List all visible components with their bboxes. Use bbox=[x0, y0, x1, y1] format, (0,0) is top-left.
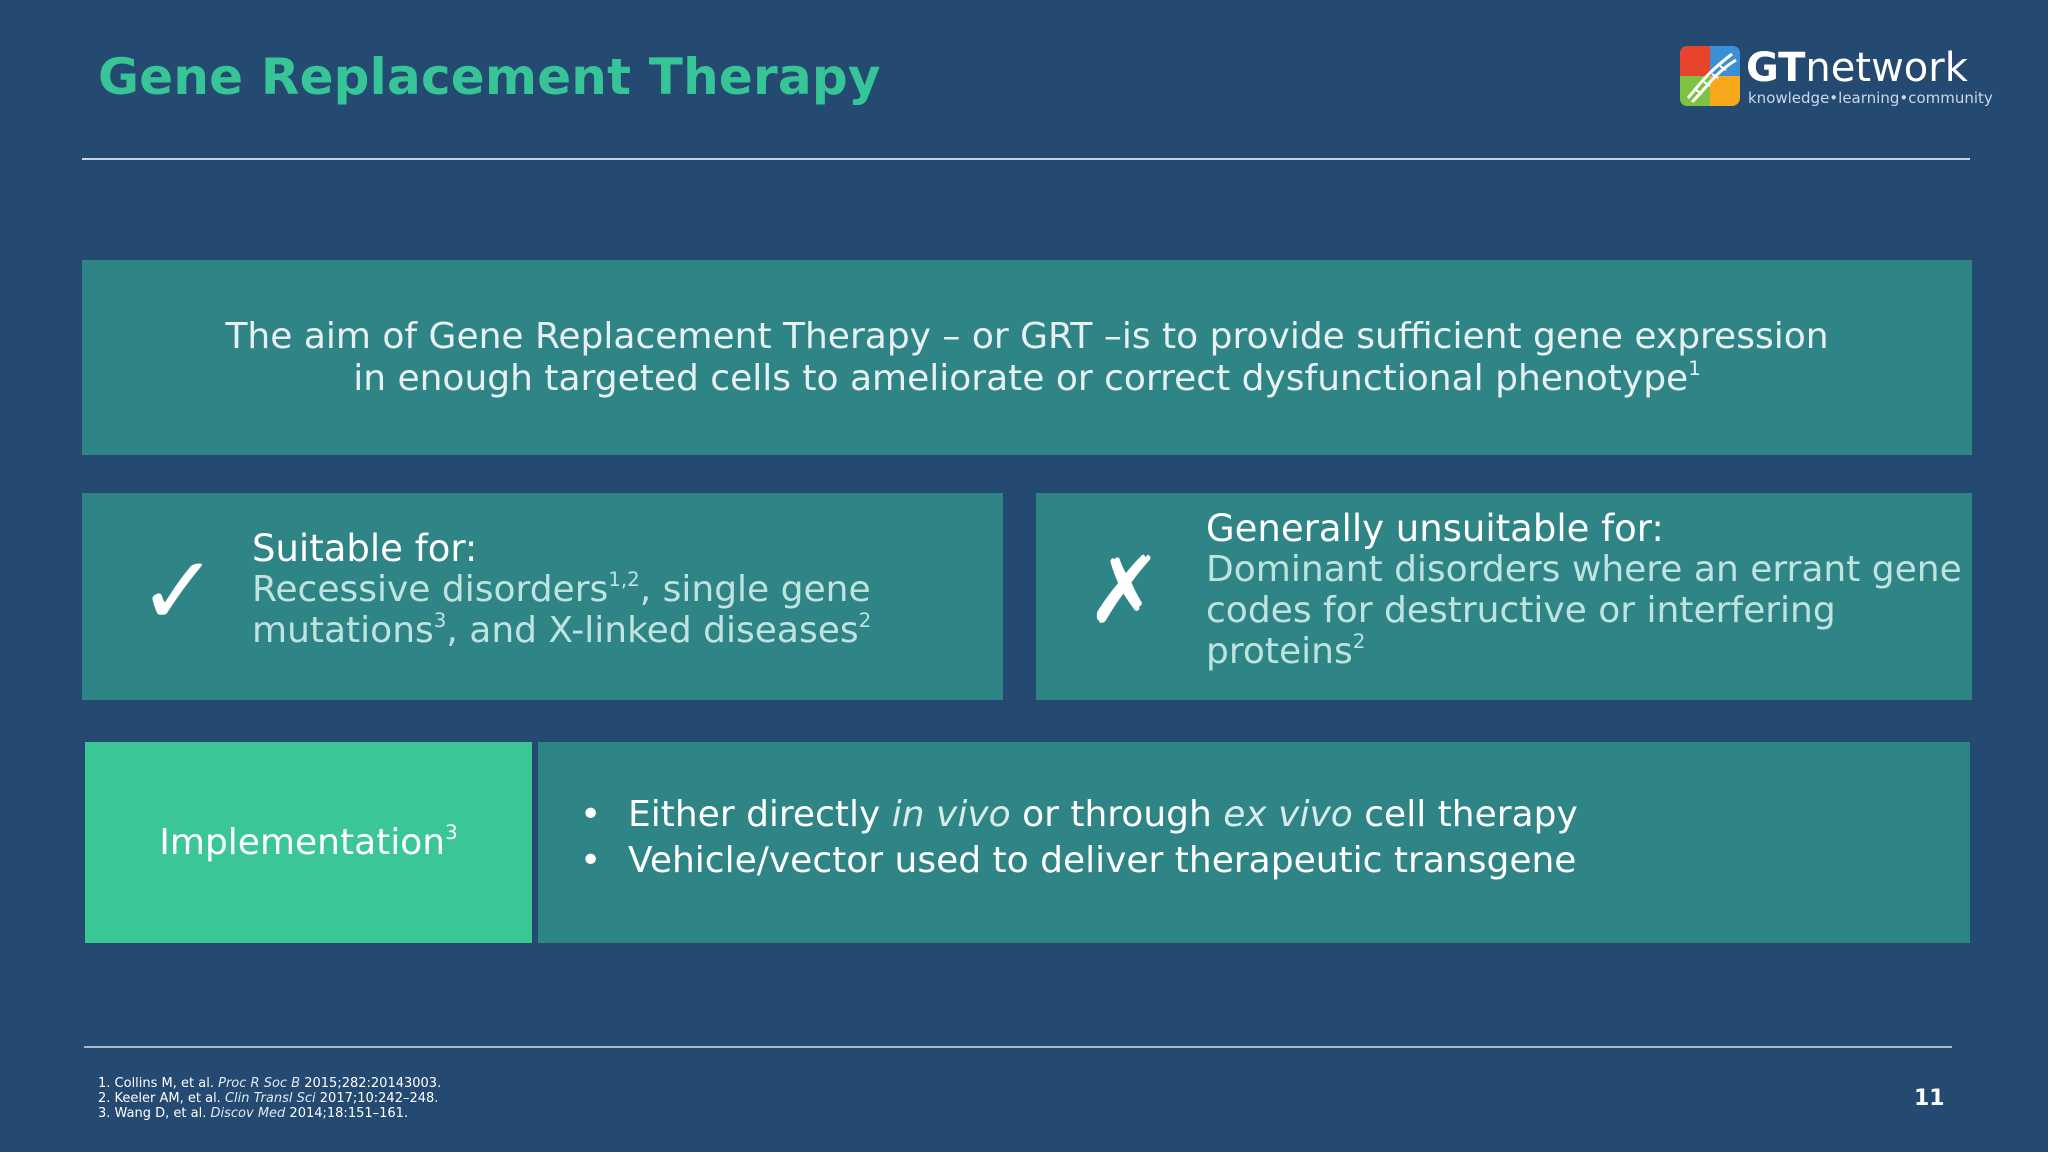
aim-line-1: The aim of Gene Replacement Therapy – or… bbox=[225, 315, 1829, 357]
suitable-card: ✓ Suitable for: Recessive disorders1,2, … bbox=[82, 493, 1003, 700]
suitable-text: Recessive disorders1,2, single gene muta… bbox=[252, 569, 992, 651]
reference-authors: 3. Wang D, et al. bbox=[98, 1106, 211, 1121]
suitable-text-part: , single gene mutations bbox=[252, 569, 871, 651]
reference-journal: Discov Med bbox=[210, 1106, 286, 1121]
suitable-text-part: , and X-linked diseases bbox=[446, 610, 859, 651]
reference-journal: Proc R Soc B bbox=[218, 1076, 301, 1091]
bullet-text: or through bbox=[1010, 794, 1224, 835]
suitable-content: Suitable for: Recessive disorders1,2, si… bbox=[252, 527, 992, 652]
suitable-text-part: Recessive disorders bbox=[252, 569, 609, 610]
aim-statement: The aim of Gene Replacement Therapy – or… bbox=[147, 316, 1907, 400]
unsuitable-text-part: Dominant disorders where an errant gene … bbox=[1206, 549, 1962, 672]
slide-title: Gene Replacement Therapy bbox=[98, 48, 881, 106]
list-item: • Either directly in vivo or through ex … bbox=[580, 792, 1578, 838]
logo-tagline: knowledge•learning•community bbox=[1748, 89, 1993, 107]
reference-details: 2014;18:151–161. bbox=[285, 1106, 409, 1121]
implementation-details-box: • Either directly in vivo or through ex … bbox=[538, 742, 1970, 943]
bullet-text: Vehicle/vector used to deliver therapeut… bbox=[628, 840, 1577, 881]
reference-details: 2015;282:20143003. bbox=[300, 1076, 442, 1091]
aim-line-2: in enough targeted cells to ameliorate o… bbox=[353, 357, 1689, 399]
page-number: 11 bbox=[1914, 1086, 1945, 1111]
bullet-text: Either directly bbox=[628, 794, 892, 835]
reference-journal: Clin Transl Sci bbox=[224, 1091, 316, 1106]
logo-wordmark: GTnetwork bbox=[1746, 44, 1968, 92]
aim-citation: 1 bbox=[1688, 356, 1701, 380]
suitable-citation: 2 bbox=[858, 609, 872, 633]
bullet-text: cell therapy bbox=[1352, 794, 1578, 835]
check-mark-icon: ✓ bbox=[138, 535, 219, 647]
reference-item: 2. Keeler AM, et al. Clin Transl Sci 201… bbox=[98, 1091, 441, 1106]
logo-wordmark-rest: network bbox=[1805, 45, 1968, 91]
reference-item: 1. Collins M, et al. Proc R Soc B 2015;2… bbox=[98, 1076, 441, 1091]
reference-authors: 1. Collins M, et al. bbox=[98, 1076, 219, 1091]
unsuitable-card: ✗ Generally unsuitable for: Dominant dis… bbox=[1036, 493, 1972, 700]
unsuitable-heading: Generally unsuitable for: bbox=[1206, 507, 1664, 550]
cross-mark-icon: ✗ bbox=[1086, 537, 1164, 644]
suitable-citation: 1,2 bbox=[608, 568, 640, 592]
implementation-citation: 3 bbox=[445, 821, 458, 845]
reference-item: 3. Wang D, et al. Discov Med 2014;18:151… bbox=[98, 1106, 441, 1121]
bullet-text-italic: ex vivo bbox=[1223, 794, 1353, 835]
unsuitable-content: Generally unsuitable for: Dominant disor… bbox=[1206, 507, 1966, 673]
unsuitable-text: Dominant disorders where an errant gene … bbox=[1206, 549, 1966, 672]
aim-box: The aim of Gene Replacement Therapy – or… bbox=[82, 260, 1972, 455]
reference-authors: 2. Keeler AM, et al. bbox=[98, 1091, 225, 1106]
bullet-icon: • bbox=[580, 794, 602, 835]
implementation-label-text: Implementation bbox=[159, 822, 446, 863]
suitable-heading: Suitable for: bbox=[252, 527, 478, 570]
references: 1. Collins M, et al. Proc R Soc B 2015;2… bbox=[98, 1076, 441, 1121]
header-divider bbox=[82, 158, 1970, 160]
reference-details: 2017;10:242–248. bbox=[315, 1091, 439, 1106]
implementation-label-box: Implementation3 bbox=[85, 742, 532, 943]
bullet-text-italic: in vivo bbox=[891, 794, 1011, 835]
logo-wordmark-bold: GT bbox=[1746, 45, 1806, 91]
list-item: • Vehicle/vector used to deliver therape… bbox=[580, 838, 1578, 884]
unsuitable-citation: 2 bbox=[1352, 630, 1366, 654]
implementation-list: • Either directly in vivo or through ex … bbox=[580, 792, 1578, 884]
implementation-label: Implementation3 bbox=[159, 822, 457, 863]
suitable-citation: 3 bbox=[433, 609, 447, 633]
dna-logo-icon bbox=[1680, 46, 1740, 106]
bullet-icon: • bbox=[580, 840, 602, 881]
footer-divider bbox=[84, 1046, 1952, 1048]
gtnetwork-logo: GTnetwork knowledge•learning•community bbox=[1678, 44, 1993, 114]
